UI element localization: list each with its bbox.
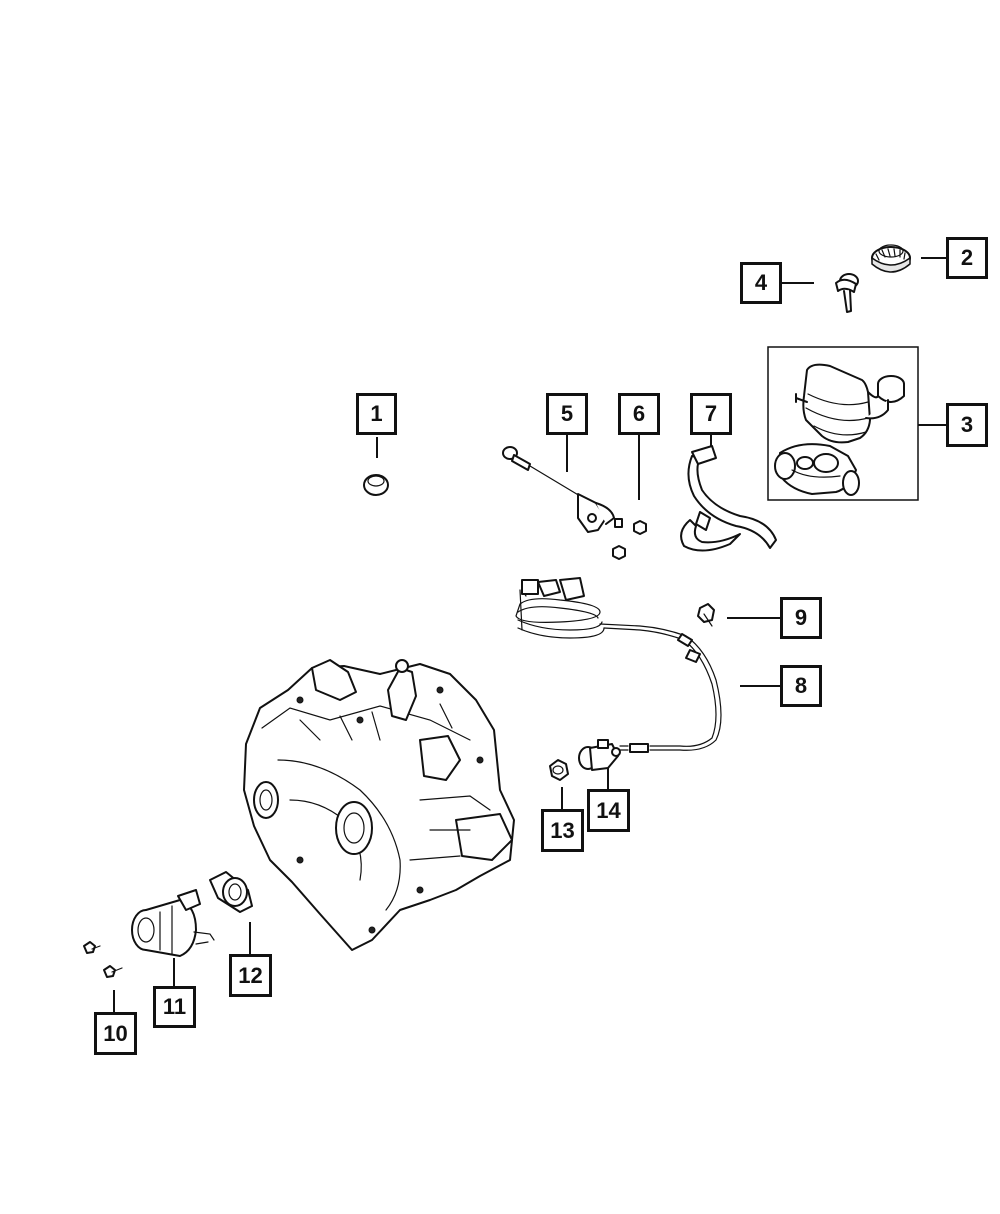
seal-drawing: [209, 871, 253, 913]
leader-lines: [113, 257, 946, 1015]
callout-1[interactable]: 1: [356, 393, 397, 435]
connector-drawing: [549, 739, 621, 781]
nuts-drawing: [612, 520, 647, 560]
callout-12[interactable]: 12: [229, 954, 272, 997]
fitting-drawing: [835, 273, 859, 313]
callout-6[interactable]: 6: [618, 393, 660, 435]
bolts-drawing: [83, 941, 123, 978]
reservoir-cap-drawing: [871, 244, 911, 273]
reservoir-group-frame: [767, 346, 919, 501]
bleeder-drawing: [697, 603, 715, 627]
master-cylinder-drawing: [774, 363, 905, 496]
callout-3[interactable]: 3: [946, 403, 988, 447]
callout-5[interactable]: 5: [546, 393, 588, 435]
harness-drawing: [515, 577, 722, 753]
release-bearing-drawing: [131, 889, 215, 957]
plug-drawing: [363, 474, 389, 496]
callout-7[interactable]: 7: [690, 393, 732, 435]
hose-drawing: [680, 445, 777, 552]
callout-10[interactable]: 10: [94, 1012, 137, 1055]
callout-9[interactable]: 9: [780, 597, 822, 639]
callout-14[interactable]: 14: [587, 789, 630, 832]
callout-11[interactable]: 11: [153, 986, 196, 1028]
callout-8[interactable]: 8: [780, 665, 822, 707]
callout-2[interactable]: 2: [946, 237, 988, 279]
transmission-drawing: [243, 659, 515, 951]
callout-13[interactable]: 13: [541, 809, 584, 852]
callout-4[interactable]: 4: [740, 262, 782, 304]
slave-cylinder-drawing: [502, 446, 623, 533]
